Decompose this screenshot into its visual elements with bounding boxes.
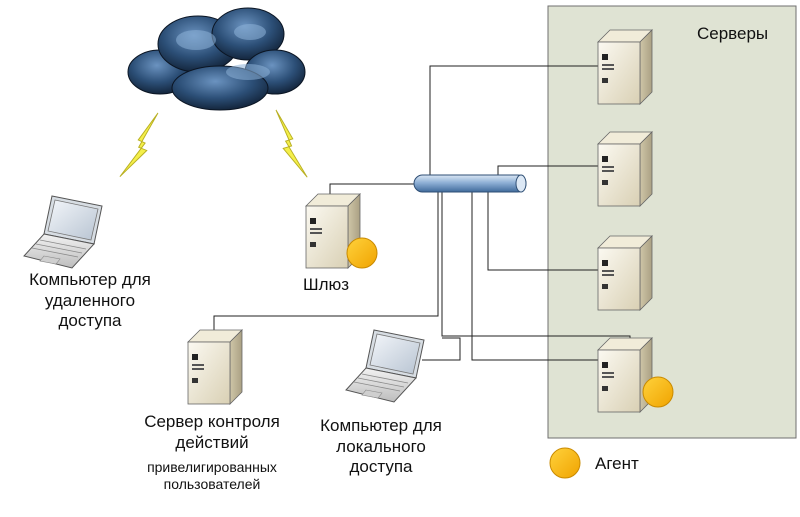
server-icon [597,337,653,413]
legend-agent-icon [549,447,581,479]
agent-icon [346,237,378,269]
link-server-2 [497,165,598,175]
server-icon [187,329,243,405]
laptop-icon [23,195,103,269]
link-control-server [213,191,439,342]
laptop-icon [345,329,425,403]
control-server-label-line: Сервер контроля [144,412,280,431]
control-server-sublabel-line: привелигированных [147,459,277,475]
control-server-label-line: действий [175,432,249,452]
control-server-sublabel: привелигированных пользователей [120,459,304,493]
network-bus-icon [413,174,527,193]
local-pc-label-line: доступа [349,457,413,477]
local-pc-label-line: локального [336,436,426,456]
server-icon [597,29,653,105]
link-server-1 [429,65,598,180]
cloud-icon [127,7,306,111]
servers-zone-title: Серверы [697,24,769,43]
remote-pc-label-line: Компьютер для [29,270,151,289]
link-local-pc [422,337,461,361]
local-pc-label-line: Компьютер для [320,416,442,435]
network-links [213,65,631,361]
remote-pc-label-line: удаленного [44,290,136,310]
agent-icon [642,376,674,408]
legend-agent-label: Агент [595,454,639,473]
link-server-3 [487,191,598,271]
local-pc-label: Компьютер для локального доступа [304,416,458,478]
control-server-sublabel-line: пользователей [163,476,261,493]
lightning-icon [119,109,159,181]
control-server-label: Сервер контроля действий [120,412,304,453]
link-gateway [329,183,414,196]
lightning-icon [275,109,308,178]
remote-pc-label: Компьютер для удаленного доступа [2,270,178,332]
gateway-label: Шлюз [303,275,350,294]
servers-zone [547,5,797,439]
remote-pc-label-line: доступа [58,311,122,331]
server-icon [597,235,653,311]
server-icon [597,131,653,207]
link-agent-server [471,191,598,361]
